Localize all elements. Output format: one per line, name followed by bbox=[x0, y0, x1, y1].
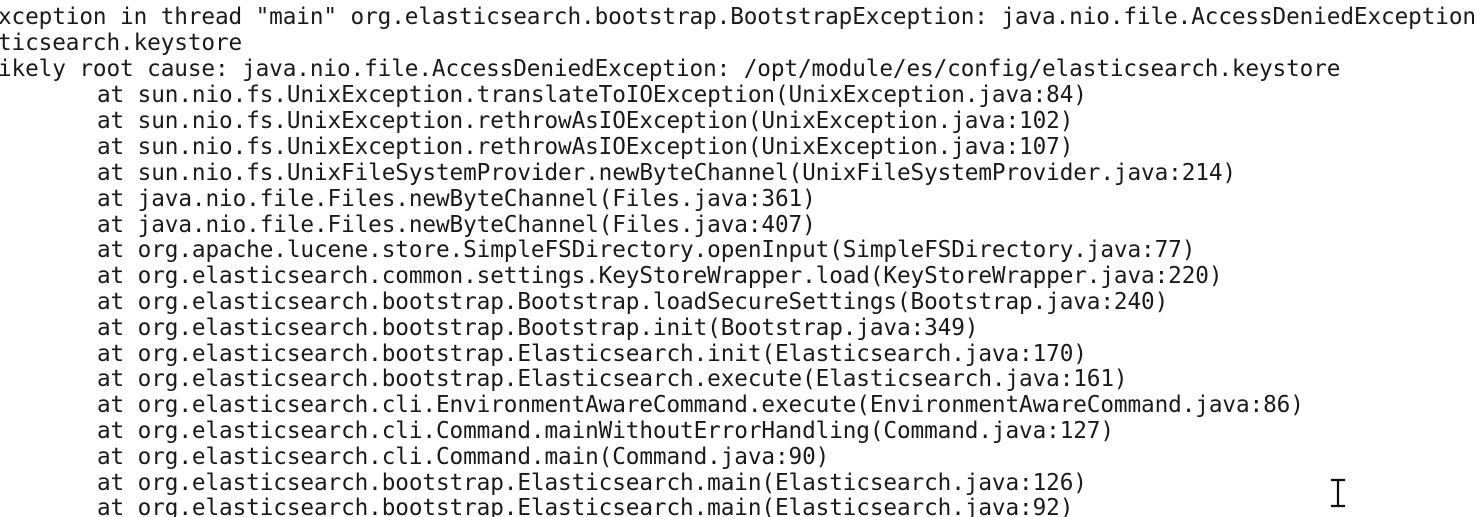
stack-frame-line: at sun.nio.fs.UnixException.rethrowAsIOE… bbox=[97, 108, 1074, 134]
stack-frame-line: at org.elasticsearch.bootstrap.Elasticse… bbox=[97, 366, 1128, 392]
stack-frame-line: at java.nio.file.Files.newByteChannel(Fi… bbox=[97, 186, 816, 212]
stack-frame-line: at org.elasticsearch.cli.Command.mainWit… bbox=[97, 418, 1114, 444]
exception-header-continuation: ticsearch.keystore bbox=[0, 30, 243, 56]
stack-frame-line: at org.elasticsearch.cli.Command.main(Co… bbox=[97, 444, 830, 470]
stack-frame-line: at sun.nio.fs.UnixException.translateToI… bbox=[97, 82, 1087, 108]
text-cursor-icon bbox=[1329, 477, 1347, 509]
stack-frame-line: at org.elasticsearch.bootstrap.Elasticse… bbox=[97, 495, 1074, 517]
exception-header-line: xception in thread "main" org.elasticsea… bbox=[0, 4, 1476, 30]
stack-frame-line: at org.elasticsearch.common.settings.Key… bbox=[97, 263, 1223, 289]
root-cause-line: ikely root cause: java.nio.file.AccessDe… bbox=[0, 56, 1341, 82]
stack-frame-line: at org.elasticsearch.bootstrap.Bootstrap… bbox=[97, 289, 1169, 315]
stack-frame-line: at java.nio.file.Files.newByteChannel(Fi… bbox=[97, 212, 816, 238]
stack-frame-line: at sun.nio.fs.UnixFileSystemProvider.new… bbox=[97, 160, 1236, 186]
stack-frame-line: at org.elasticsearch.bootstrap.Elasticse… bbox=[97, 470, 1087, 496]
stack-frame-line: at org.apache.lucene.store.SimpleFSDirec… bbox=[97, 237, 1196, 263]
stack-frame-line: at org.elasticsearch.cli.EnvironmentAwar… bbox=[97, 392, 1304, 418]
stack-frame-line: at sun.nio.fs.UnixException.rethrowAsIOE… bbox=[97, 134, 1074, 160]
stack-frame-line: at org.elasticsearch.bootstrap.Bootstrap… bbox=[97, 315, 979, 341]
stack-frame-line: at org.elasticsearch.bootstrap.Elasticse… bbox=[97, 341, 1087, 367]
